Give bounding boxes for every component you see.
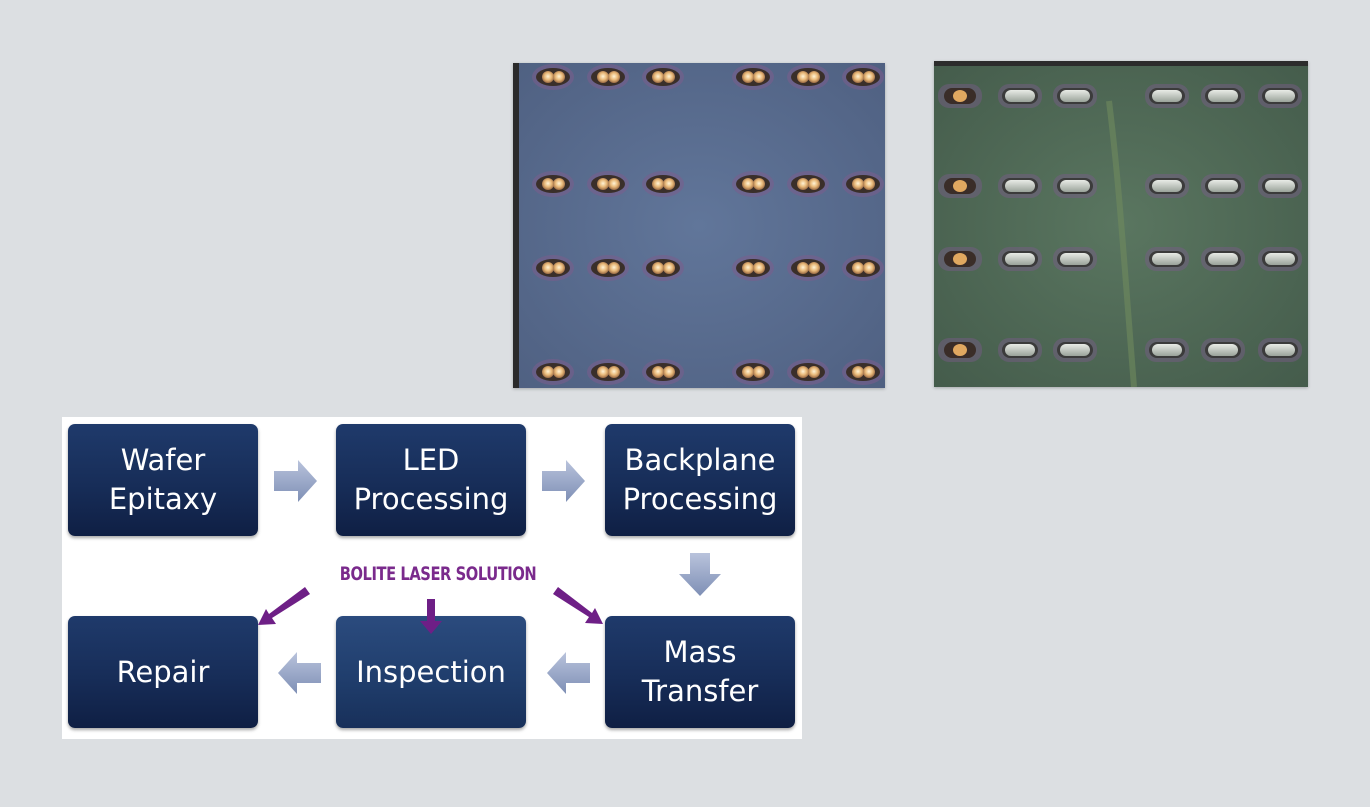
led-pad: [842, 171, 884, 197]
led-pad: [1145, 84, 1189, 108]
wafer-epitaxy-box: Wafer Epitaxy: [68, 424, 258, 536]
led-pad: [787, 171, 829, 197]
mass-transfer-label: Mass Transfer: [641, 635, 759, 708]
led-pad: [1258, 84, 1302, 108]
led-pad: [998, 338, 1042, 362]
led-pad: [642, 255, 684, 281]
led-pad: [642, 359, 684, 385]
microscope-image-green-substrate: [934, 61, 1308, 387]
led-pad: [1201, 247, 1245, 271]
led-pad: [1201, 338, 1245, 362]
inspection-box: Inspection: [336, 616, 526, 728]
bolite-laser-solution-banner: BOLITE LASER SOLUTION: [339, 563, 537, 585]
led-pad: [938, 84, 982, 108]
led-pad: [642, 171, 684, 197]
led-pad: [1258, 247, 1302, 271]
led-pad: [938, 174, 982, 198]
led-pad: [938, 338, 982, 362]
led-pad: [1145, 338, 1189, 362]
inspection-label: Inspection: [356, 654, 506, 689]
backplane-processing-label: Backplane Processing: [622, 443, 778, 516]
led-pad: [842, 359, 884, 385]
led-pad: [787, 359, 829, 385]
led-pad: [842, 255, 884, 281]
led-pad: [1053, 84, 1097, 108]
arrow-down: [678, 553, 722, 597]
arrow-left-2: [277, 651, 321, 695]
led-pad: [1201, 174, 1245, 198]
led-pad: [732, 359, 774, 385]
led-pad: [1145, 174, 1189, 198]
led-processing-box: LED Processing: [336, 424, 526, 536]
led-processing-label: LED Processing: [353, 443, 509, 516]
blue-substrate-led-array: [513, 63, 885, 388]
led-pad: [532, 64, 574, 90]
laser-solution-arrows: [258, 587, 603, 634]
repair-box: Repair: [68, 616, 258, 728]
led-pad: [587, 359, 629, 385]
green-substrate-led-array: [934, 61, 1308, 387]
led-pad: [732, 255, 774, 281]
led-pad: [998, 174, 1042, 198]
led-pad: [1053, 174, 1097, 198]
led-pad: [732, 171, 774, 197]
led-pad: [998, 84, 1042, 108]
led-pad: [587, 171, 629, 197]
purple-arrow-to-mass-transfer: [553, 587, 603, 624]
led-pad: [787, 255, 829, 281]
purple-arrow-to-repair: [258, 587, 310, 625]
process-flow-diagram: Wafer Epitaxy LED Processing Backplane P…: [62, 417, 802, 739]
led-pad: [1053, 338, 1097, 362]
led-pad: [532, 255, 574, 281]
led-pad: [1258, 174, 1302, 198]
arrow-left-1: [546, 651, 590, 695]
arrow-right-2: [542, 459, 586, 503]
purple-arrow-to-inspection: [420, 599, 442, 634]
led-pad: [1145, 247, 1189, 271]
led-pad: [1201, 84, 1245, 108]
backplane-processing-box: Backplane Processing: [605, 424, 795, 536]
led-pad: [1258, 338, 1302, 362]
led-pad: [842, 64, 884, 90]
microscope-image-blue-substrate: [513, 63, 885, 388]
led-pad: [587, 64, 629, 90]
led-pad: [938, 247, 982, 271]
led-pad: [532, 359, 574, 385]
led-pad: [998, 247, 1042, 271]
arrow-right-1: [274, 459, 318, 503]
repair-label: Repair: [116, 654, 210, 689]
led-pad: [532, 171, 574, 197]
led-pad: [1053, 247, 1097, 271]
led-pad: [732, 64, 774, 90]
mass-transfer-box: Mass Transfer: [605, 616, 795, 728]
led-pad: [587, 255, 629, 281]
wafer-epitaxy-label: Wafer Epitaxy: [108, 443, 218, 516]
led-pad: [787, 64, 829, 90]
led-pad: [642, 64, 684, 90]
